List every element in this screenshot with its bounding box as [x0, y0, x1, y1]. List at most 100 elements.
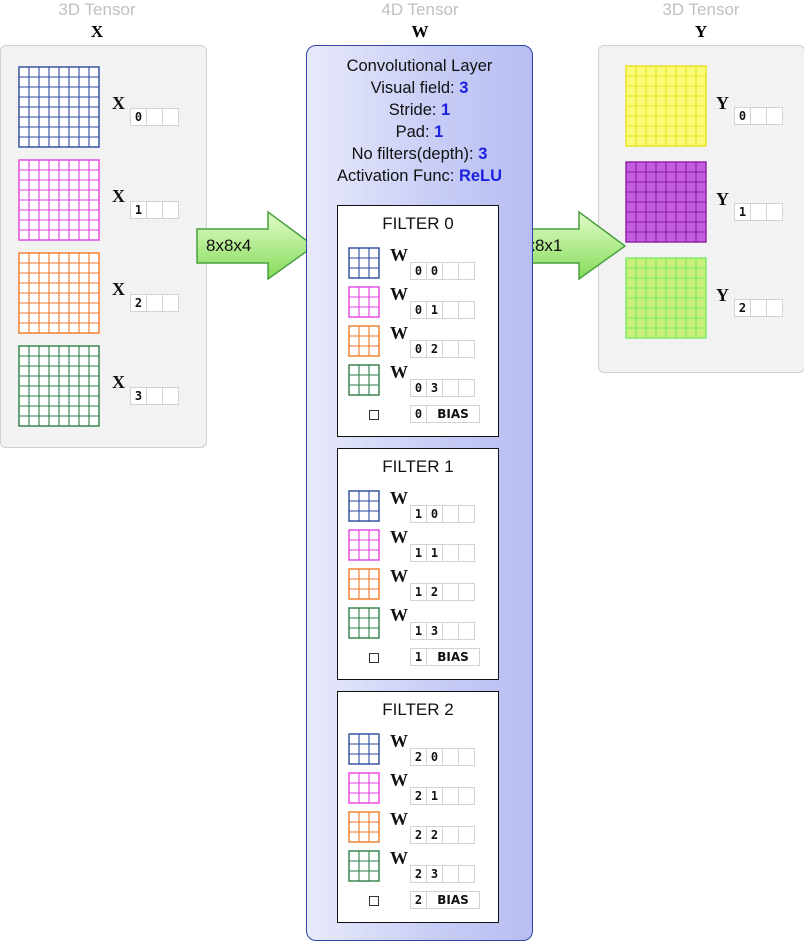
output-symbol-0: Y [716, 93, 729, 113]
filter-2-weight-0-blank-cell [458, 748, 475, 766]
x-tensor-name: X [90, 22, 104, 41]
filter-0-bias-cell-1: BIAS [426, 405, 480, 423]
filter-2-bias-cell-0: 2 [410, 891, 427, 909]
output-1-cells: 1 [734, 203, 783, 221]
activation-row: Activation Func: ReLU [306, 165, 533, 187]
filter-2-weight-3-cell-1: 3 [426, 865, 443, 883]
stride-value: 1 [441, 101, 451, 119]
input-3-cells: 3 [130, 387, 179, 405]
filter-2-weight-2-blank-cell [442, 826, 459, 844]
output-grid-0 [625, 65, 707, 147]
w-tensor-name: W [411, 22, 429, 41]
filter-0-weight-3-blank-cell [442, 379, 459, 397]
input-0-cell-0: 0 [130, 108, 147, 126]
input-2-blank-cell [146, 294, 163, 312]
filter-1-bias-cell-0: 1 [410, 648, 427, 666]
filter-2-kernel-grid-0 [348, 733, 380, 765]
filter-title-1: FILTER 1 [382, 457, 454, 476]
pad-label: Pad: [395, 123, 430, 141]
input-arrow [196, 210, 316, 280]
filter-2-weight-3-cell-0: 2 [410, 865, 427, 883]
input-0-blank-cell [162, 108, 179, 126]
filter-0-weight-0-blank-cell [458, 262, 475, 280]
filter-0-weight-symbol-1: W [390, 284, 408, 304]
filter-1-weight-2-cell-1: 2 [426, 583, 443, 601]
input-1-cells: 1 [130, 201, 179, 219]
input-symbol-1: X [112, 186, 125, 206]
filters-row: No filters(depth): 3 [306, 143, 533, 165]
activation-label: Activation Func: [336, 167, 455, 185]
pad-value: 1 [434, 123, 444, 141]
output-0-cells: 0 [734, 107, 783, 125]
input-1-blank-cell [162, 201, 179, 219]
filter-0-weight-2-blank-cell [458, 340, 475, 358]
input-2-cells: 2 [130, 294, 179, 312]
filter-0-weight-2-cell-1: 2 [426, 340, 443, 358]
filter-2-bias-cell-1: BIAS [426, 891, 480, 909]
layer-title: Convolutional Layer [346, 57, 493, 75]
input-2-cell-0: 2 [130, 294, 147, 312]
pad-row: Pad: 1 [306, 121, 533, 143]
filter-0-weight-symbol-3: W [390, 362, 408, 382]
filter-box-2: FILTER 2 [337, 691, 499, 923]
output-2-blank-cell [766, 299, 783, 317]
x-tensor-caption: 3D Tensor [58, 0, 136, 19]
input-shape-label: 8x8x4 [206, 236, 252, 255]
input-symbol-2: X [112, 279, 125, 299]
input-0-blank-cell [146, 108, 163, 126]
filter-1-weight-0-cell-1: 0 [426, 505, 443, 523]
filter-0-weight-3-blank-cell [458, 379, 475, 397]
filter-1-weight-symbol-2: W [390, 566, 408, 586]
input-grid-1 [18, 159, 100, 241]
filter-1-weight-0-cell-0: 1 [410, 505, 427, 523]
filters-value: 3 [478, 145, 488, 163]
filter-0-weight-2-blank-cell [442, 340, 459, 358]
filter-1-weight-symbol-0: W [390, 488, 408, 508]
output-grid-1 [625, 161, 707, 243]
output-symbol-2: Y [716, 285, 729, 305]
filter-0-weight-symbol-2: W [390, 323, 408, 343]
filter-2-weight-0-cell-1: 0 [426, 748, 443, 766]
filter-2-weight-2-cell-0: 2 [410, 826, 427, 844]
filter-2-kernel-grid-1 [348, 772, 380, 804]
filter-1-weight-symbol-1: W [390, 527, 408, 547]
output-0-blank-cell [750, 107, 767, 125]
filter-0-kernel-grid-3 [348, 364, 380, 396]
input-symbol-3: X [112, 372, 125, 392]
filter-0-weight-1-blank-cell [458, 301, 475, 319]
filter-0-kernel-grid-1 [348, 286, 380, 318]
input-1-cell-0: 1 [130, 201, 147, 219]
filter-1-weight-0-blank-cell [442, 505, 459, 523]
filter-box-1: FILTER 1 [337, 448, 499, 680]
output-0-blank-cell [766, 107, 783, 125]
input-symbol-0: X [112, 93, 125, 113]
filter-1-weight-1-cell-1: 1 [426, 544, 443, 562]
filter-1-weight-1-cell-0: 1 [410, 544, 427, 562]
filter-1-weight-1-blank-cell [442, 544, 459, 562]
visual-field-row: Visual field: 3 [306, 77, 533, 99]
filter-2-kernel-grid-3 [348, 850, 380, 882]
input-3-cell-0: 3 [130, 387, 147, 405]
input-2-blank-cell [162, 294, 179, 312]
filter-0-weight-0-cell-0: 0 [410, 262, 427, 280]
input-grid-2 [18, 252, 100, 334]
filter-2-weight-2-cell-1: 2 [426, 826, 443, 844]
visual-field-value: 3 [459, 79, 469, 97]
filter-2-weight-1-blank-cell [458, 787, 475, 805]
filter-2-weight-symbol-0: W [390, 731, 408, 751]
stride-row: Stride: 1 [306, 99, 533, 121]
filter-0-weight-2-cell-0: 0 [410, 340, 427, 358]
output-1-blank-cell [750, 203, 767, 221]
filter-1-weight-2-blank-cell [442, 583, 459, 601]
filter-2-weight-3-blank-cell [458, 865, 475, 883]
filter-1-weight-2-blank-cell [458, 583, 475, 601]
